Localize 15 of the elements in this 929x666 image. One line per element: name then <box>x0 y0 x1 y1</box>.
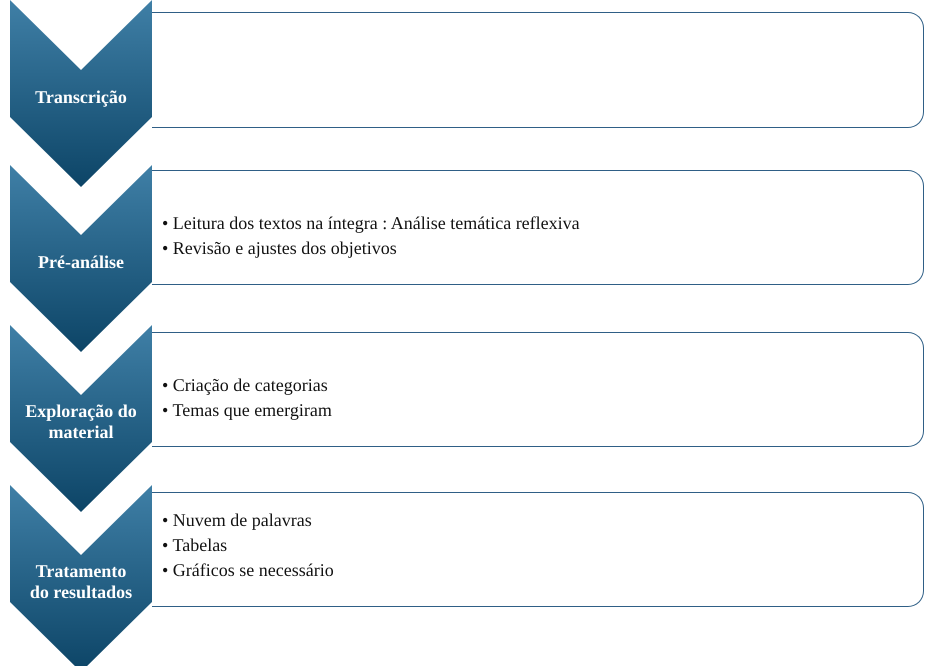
content-panel <box>152 332 924 447</box>
bullet-item: • Revisão e ajustes dos objetivos <box>162 237 398 260</box>
content-panel <box>152 170 924 285</box>
bullet-item: • Temas que emergiram <box>162 399 332 422</box>
bullet-item: • Leitura dos textos na íntegra : Análise temática reflexiva <box>162 212 580 235</box>
step-label: Transcrição <box>34 86 128 108</box>
content-panel <box>152 12 924 128</box>
bullet-item: • Criação de categorias <box>162 374 329 397</box>
step-label: Tratamento do resultados <box>28 561 134 603</box>
step-label: Pré-análise <box>37 252 125 272</box>
bullet-item: • Nuvem de palavras <box>162 509 313 532</box>
content-panel <box>152 492 924 607</box>
step-label: Exploração do material <box>24 401 138 443</box>
bullet-item: • Gráficos se necessário <box>162 559 334 582</box>
bullet-item: • Tabelas <box>162 534 228 557</box>
